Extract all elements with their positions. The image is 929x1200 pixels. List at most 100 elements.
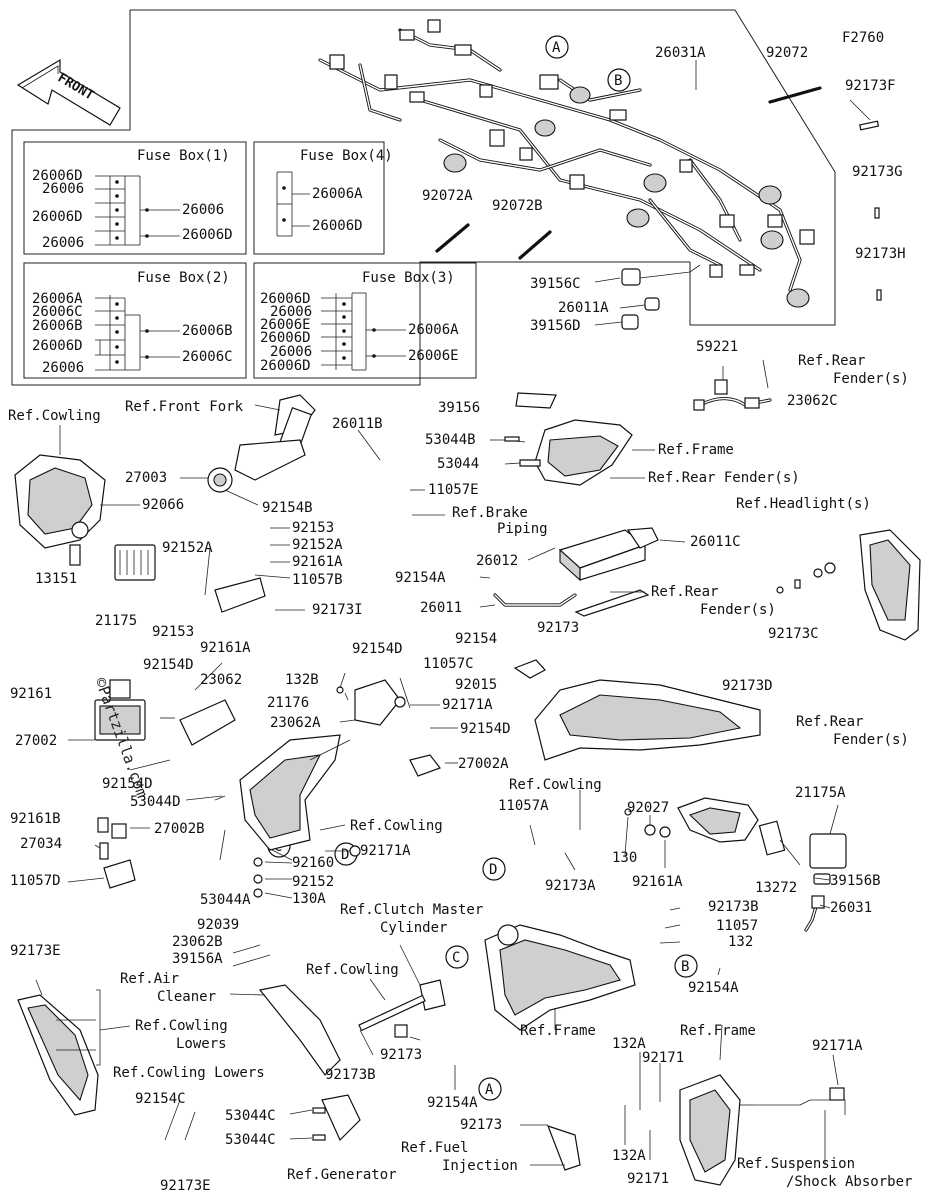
fuse-box-1-bracket bbox=[95, 175, 180, 246]
label-ref-air-cleaner-1: Ref.Air bbox=[120, 971, 179, 987]
label-23062: 23062 bbox=[200, 672, 242, 688]
label-130A: 130A bbox=[292, 891, 326, 907]
fuse-box-2-left-0: 26006A bbox=[32, 291, 83, 307]
relay-27002B-icon bbox=[97, 817, 136, 889]
label-ref-brake-piping-2: Piping bbox=[497, 521, 548, 537]
part-39156D-icon bbox=[621, 314, 639, 330]
frame-bottom-right-icon bbox=[679, 1074, 741, 1186]
label-92171-a: 92171 bbox=[627, 1171, 669, 1187]
label-92154C: 92154C bbox=[135, 1091, 186, 1107]
label-92152A-2: 92152A bbox=[292, 537, 343, 553]
label-26031A: 26031A bbox=[655, 45, 706, 61]
fuse-box-1-left-0: 26006D bbox=[32, 168, 83, 184]
label-132A-a: 132A bbox=[612, 1148, 646, 1164]
fuse-box-1-right-1: 26006D bbox=[182, 227, 233, 243]
part-labels: 26031A 92072 92173F 92173G 92173H 92072A… bbox=[8, 45, 912, 1194]
label-92152A: 92152A bbox=[162, 540, 213, 556]
callout-A-lower-label: A bbox=[485, 1082, 494, 1098]
label-ref-generator: Ref.Generator bbox=[287, 1167, 397, 1183]
bracket-23062-icon bbox=[179, 699, 236, 746]
callout-D-lower-label: D bbox=[489, 862, 497, 878]
label-92171A-b: 92171A bbox=[812, 1038, 863, 1054]
fuse-box-3-left-1: 26006 bbox=[270, 304, 312, 320]
callout-C-lower-label: C bbox=[452, 950, 460, 966]
label-92171: 92171 bbox=[642, 1050, 684, 1066]
air-cleaner-duct-icon bbox=[258, 984, 341, 1076]
label-39156D: 39156D bbox=[530, 318, 581, 334]
label-ref-cowling-lowers-1: Ref.Cowling bbox=[135, 1018, 228, 1034]
generator-bracket-icon bbox=[312, 1094, 361, 1142]
label-21175A: 21175A bbox=[795, 785, 846, 801]
fuse-box-2-right-1: 26006C bbox=[182, 349, 233, 365]
fuse-box-3-title: Fuse Box(3) bbox=[362, 270, 455, 286]
battery-26012-icon bbox=[558, 529, 647, 582]
label-132: 132 bbox=[728, 934, 753, 950]
label-92161A-a: 92161A bbox=[292, 554, 343, 570]
label-92154A: 92154A bbox=[395, 570, 446, 586]
label-92173-c: 92173 bbox=[460, 1117, 502, 1133]
label-92173A: 92173A bbox=[545, 878, 596, 894]
fuse-box-3-left-2: 26006E bbox=[260, 317, 311, 333]
fuse-box-3-right-1: 26006E bbox=[408, 348, 459, 364]
fuse-box-1-left-3: 26006 bbox=[42, 235, 84, 251]
leader-lines bbox=[35, 404, 839, 1166]
label-92161B: 92161B bbox=[10, 811, 61, 827]
fuse-box-3-left-5: 26006D bbox=[260, 358, 311, 374]
label-ref-rear-fender-1: Ref.Rear bbox=[798, 353, 865, 369]
label-92171A-a: 92171A bbox=[360, 843, 411, 859]
label-ref-clutch-1: Ref.Clutch Master bbox=[340, 902, 483, 918]
label-23062A: 23062A bbox=[270, 715, 321, 731]
label-11057A: 11057A bbox=[498, 798, 549, 814]
sensor-59221-icon bbox=[693, 359, 772, 411]
part-92072-tie bbox=[768, 86, 822, 104]
label-92072B: 92072B bbox=[492, 198, 543, 214]
label-ref-cowling-lowers-3: Ref.Cowling Lowers bbox=[113, 1065, 265, 1081]
fuse-box-4-title: Fuse Box(4) bbox=[300, 148, 393, 164]
callout-C-lower: C bbox=[445, 945, 469, 969]
label-ref-headlight: Ref.Headlight(s) bbox=[736, 496, 871, 512]
label-26011A: 26011A bbox=[558, 300, 609, 316]
label-92173H: 92173H bbox=[855, 246, 906, 262]
label-92015: 92015 bbox=[455, 677, 497, 693]
headlight-unit-icon bbox=[776, 529, 921, 641]
label-ref-rear-fender-3b: Fender(s) bbox=[700, 602, 776, 618]
label-23062C: 23062C bbox=[787, 393, 838, 409]
part-92173G-icon bbox=[874, 207, 880, 219]
label-132B: 132B bbox=[285, 672, 319, 688]
label-11057: 11057 bbox=[716, 918, 758, 934]
regulator-21175-icon bbox=[114, 544, 156, 581]
label-26011C: 26011C bbox=[690, 534, 741, 550]
fuse-box-2-right-0: 26006B bbox=[182, 323, 233, 339]
label-92173C: 92173C bbox=[768, 626, 819, 642]
label-27002: 27002 bbox=[15, 733, 57, 749]
label-ref-suspension-1: Ref.Suspension bbox=[737, 1156, 855, 1172]
label-27002A: 27002A bbox=[458, 756, 509, 772]
fuse-box-2: Fuse Box(2) 26006A 26006C 26006B 26006D … bbox=[23, 262, 247, 379]
label-59221: 59221 bbox=[696, 339, 738, 355]
battery-cable-26011 bbox=[493, 589, 650, 617]
label-ref-fuel-2: Injection bbox=[442, 1158, 518, 1174]
label-ref-rear-fender-3: Ref.Rear bbox=[651, 584, 718, 600]
callout-D-lower: D bbox=[482, 857, 506, 881]
label-ref-rear-fender-2: Ref.Rear Fender(s) bbox=[648, 470, 800, 486]
label-92173-a: 92173 bbox=[537, 620, 579, 636]
label-ref-air-cleaner-2: Cleaner bbox=[157, 989, 216, 1005]
callout-B-top-label: B bbox=[614, 73, 622, 89]
label-92173-b: 92173 bbox=[380, 1047, 422, 1063]
label-11057B: 11057B bbox=[292, 572, 343, 588]
fuse-box-3-left-0: 26006D bbox=[260, 291, 311, 307]
fuse-box-2-title: Fuse Box(2) bbox=[137, 270, 230, 286]
label-92153b: 92153 bbox=[152, 624, 194, 640]
label-26011: 26011 bbox=[420, 600, 462, 616]
label-92173B-a: 92173B bbox=[325, 1067, 376, 1083]
label-92039: 92039 bbox=[197, 917, 239, 933]
label-39156A: 39156A bbox=[172, 951, 223, 967]
label-ref-cowling-4: Ref.Cowling bbox=[306, 962, 399, 978]
label-39156: 39156 bbox=[438, 400, 480, 416]
fuse-box-2-left-3: 26006D bbox=[32, 338, 83, 354]
label-130: 130 bbox=[612, 850, 637, 866]
label-92154: 92154 bbox=[455, 631, 497, 647]
label-ref-cowling-2: Ref.Cowling bbox=[509, 777, 602, 793]
fuse-box-4-right-0: 26006A bbox=[312, 186, 363, 202]
